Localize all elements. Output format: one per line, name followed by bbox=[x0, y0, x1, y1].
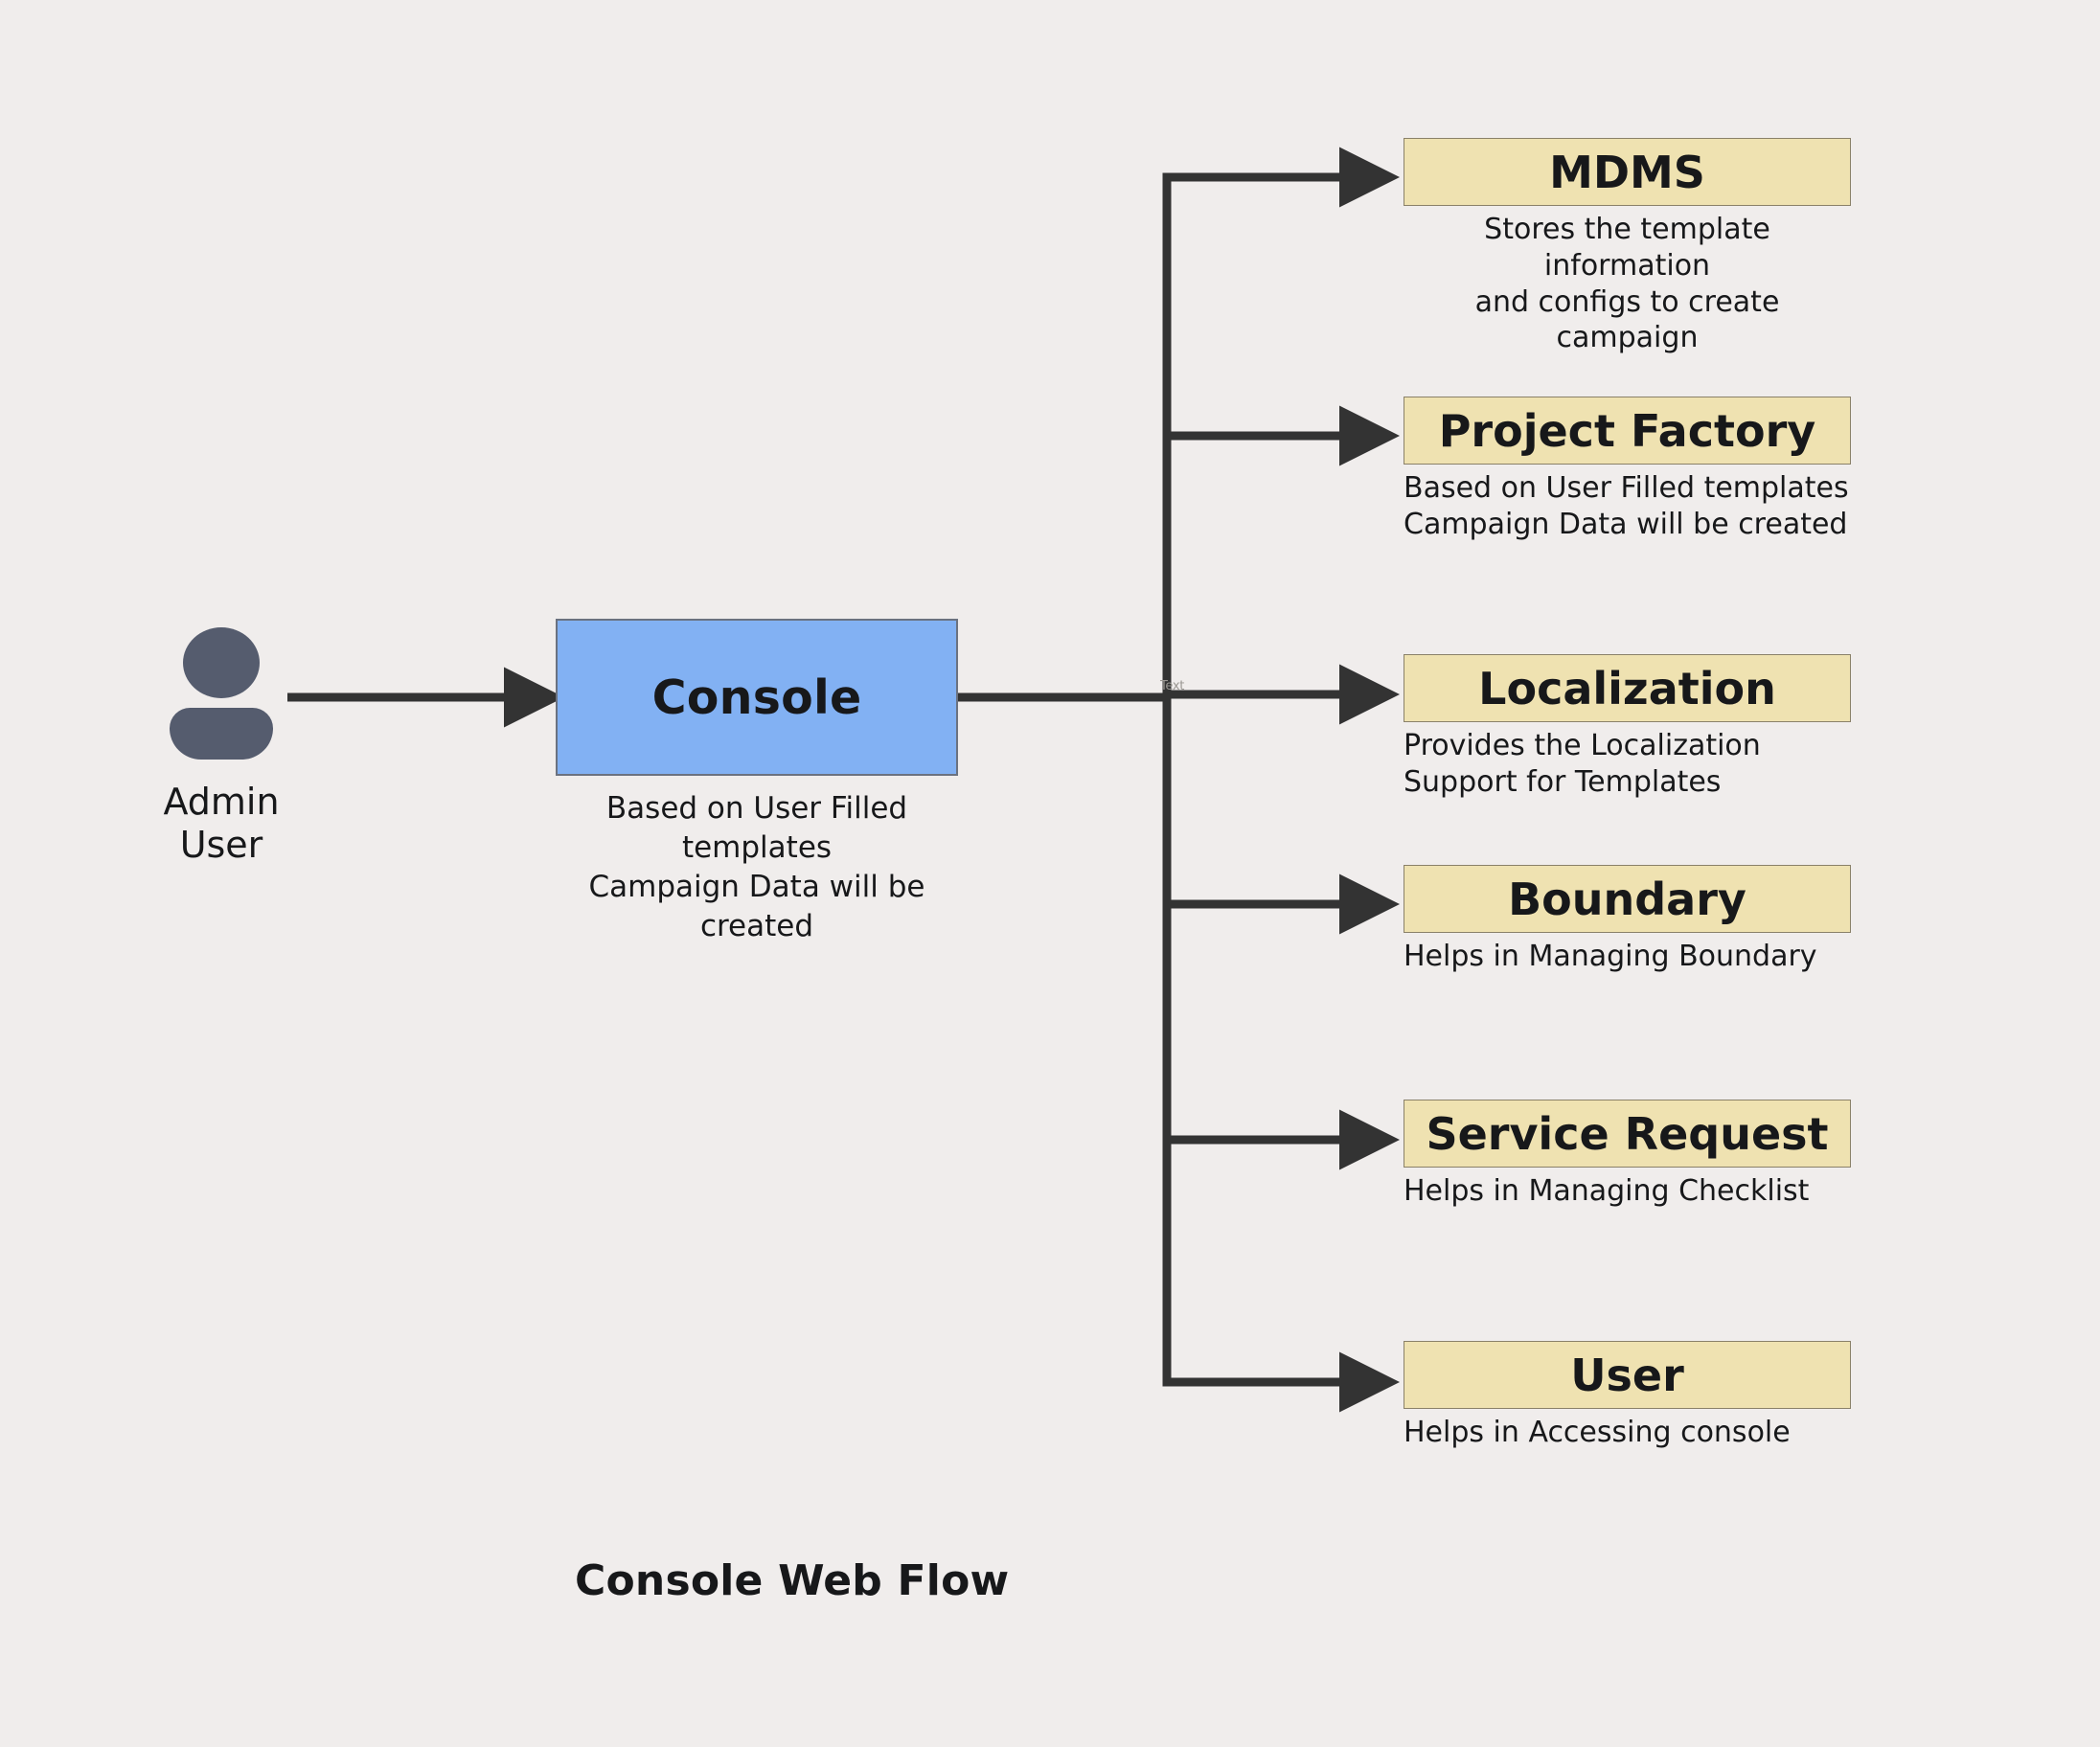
node-user[interactable]: User Helps in Accessing console bbox=[1404, 1341, 1851, 1451]
node-boundary[interactable]: Boundary Helps in Managing Boundary bbox=[1404, 865, 1851, 975]
console-caption: Based on User Filled templates Campaign … bbox=[556, 789, 958, 946]
person-icon-head bbox=[183, 627, 260, 698]
mdms-caption-line2: and configs to create campaign bbox=[1474, 284, 1780, 355]
mdms-box-label[interactable]: MDMS bbox=[1404, 138, 1851, 206]
mdms-caption: Stores the template information and conf… bbox=[1404, 212, 1851, 356]
person-icon-body bbox=[170, 708, 273, 760]
boundary-caption: Helps in Managing Boundary bbox=[1404, 939, 1851, 975]
diagram-title: Console Web Flow bbox=[575, 1556, 1010, 1605]
actor-admin-user[interactable]: Admin User bbox=[92, 627, 351, 867]
service-request-caption: Helps in Managing Checklist bbox=[1404, 1173, 1851, 1210]
console-caption-line2: Campaign Data will be created bbox=[588, 869, 925, 943]
localization-box-label[interactable]: Localization bbox=[1404, 654, 1851, 722]
console-caption-line1: Based on User Filled templates bbox=[605, 791, 908, 865]
localization-caption: Provides the Localization Support for Te… bbox=[1404, 728, 1851, 801]
service-request-box-label[interactable]: Service Request bbox=[1404, 1100, 1851, 1168]
project-factory-caption-line2: Campaign Data will be created bbox=[1404, 507, 1848, 541]
node-mdms[interactable]: MDMS Stores the template information and… bbox=[1404, 138, 1851, 356]
actor-label: Admin User bbox=[92, 781, 351, 867]
node-localization[interactable]: Localization Provides the Localization S… bbox=[1404, 654, 1851, 801]
localization-caption-line1: Provides the Localization bbox=[1404, 729, 1761, 762]
node-console[interactable]: Console Based on User Filled templates C… bbox=[556, 619, 958, 946]
node-service-request[interactable]: Service Request Helps in Managing Checkl… bbox=[1404, 1100, 1851, 1210]
boundary-caption-line1: Helps in Managing Boundary bbox=[1404, 940, 1817, 973]
node-project-factory[interactable]: Project Factory Based on User Filled tem… bbox=[1404, 397, 1851, 543]
person-icon bbox=[170, 627, 273, 760]
project-factory-caption: Based on User Filled templates Campaign … bbox=[1404, 470, 1851, 543]
localization-caption-line2: Support for Templates bbox=[1404, 764, 1722, 799]
project-factory-box-label[interactable]: Project Factory bbox=[1404, 397, 1851, 465]
mdms-caption-line1: Stores the template information bbox=[1484, 213, 1770, 283]
project-factory-caption-line1: Based on User Filled templates bbox=[1404, 471, 1849, 505]
user-box-label[interactable]: User bbox=[1404, 1341, 1851, 1409]
service-request-caption-line1: Helps in Managing Checklist bbox=[1404, 1174, 1810, 1208]
junction-text-label: Text bbox=[1160, 679, 1185, 693]
actor-label-line2: User bbox=[179, 823, 263, 866]
user-caption-line1: Helps in Accessing console bbox=[1404, 1416, 1791, 1449]
boundary-box-label[interactable]: Boundary bbox=[1404, 865, 1851, 933]
user-caption: Helps in Accessing console bbox=[1404, 1415, 1851, 1451]
actor-label-line1: Admin bbox=[163, 781, 280, 823]
console-box-label[interactable]: Console bbox=[556, 619, 958, 776]
